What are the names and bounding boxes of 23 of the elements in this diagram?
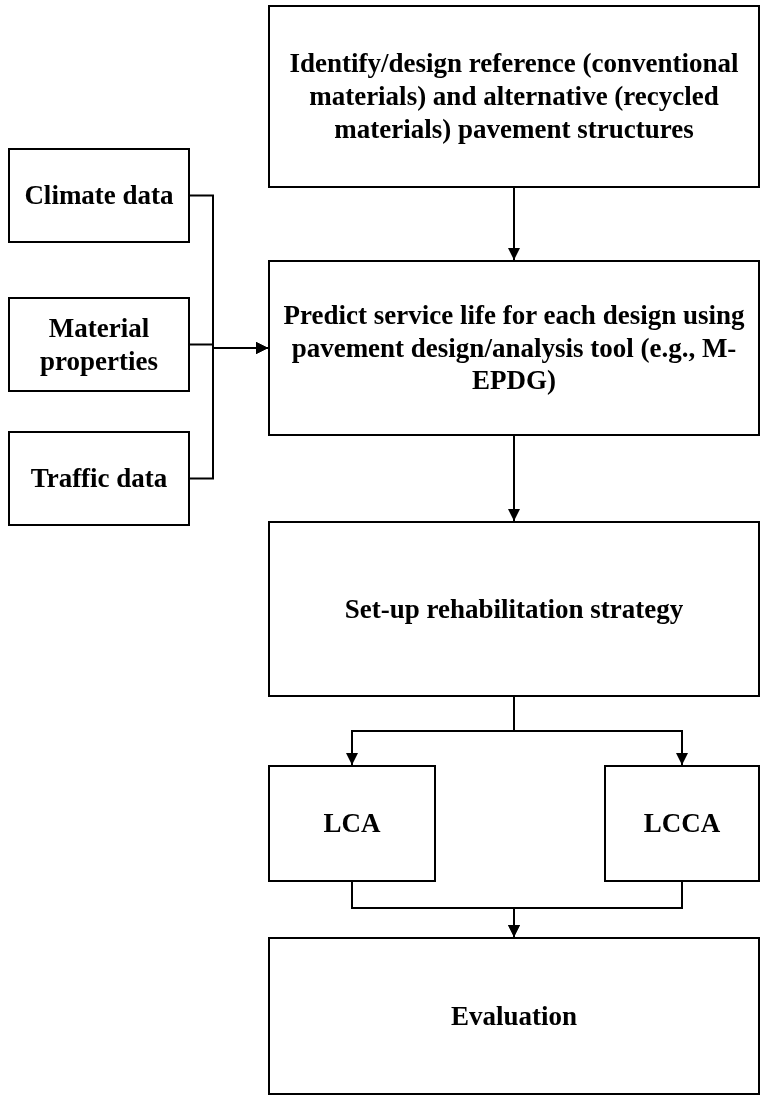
box-label: Predict service life for each design using pavement design/analysis tool (e.g., M-EPDG) — [282, 298, 746, 398]
arrow — [508, 881, 683, 938]
arrow — [189, 342, 269, 480]
box-label: Identify/design reference (conventional materials) and alternative (recycled materials) pavement structures — [288, 47, 740, 146]
arrow — [508, 435, 520, 522]
process-box — [268, 521, 760, 697]
arrow — [508, 187, 520, 261]
process-box — [268, 937, 760, 1095]
process-box — [8, 431, 190, 526]
box-label: Climate data — [24, 179, 174, 212]
process-box — [268, 5, 760, 188]
box-label: LCCA — [643, 807, 721, 840]
box-label: Traffic data — [30, 462, 168, 495]
box-label: Evaluation — [450, 999, 577, 1033]
arrow — [513, 696, 688, 766]
box-label: LCA — [323, 807, 381, 840]
box-label: Set-up rehabilitation strategy — [344, 592, 684, 626]
process-box — [268, 765, 436, 882]
process-box — [8, 297, 190, 392]
process-box — [604, 765, 760, 882]
process-box — [8, 148, 190, 243]
process-box — [268, 260, 760, 436]
box-label: Material properties — [39, 311, 159, 378]
